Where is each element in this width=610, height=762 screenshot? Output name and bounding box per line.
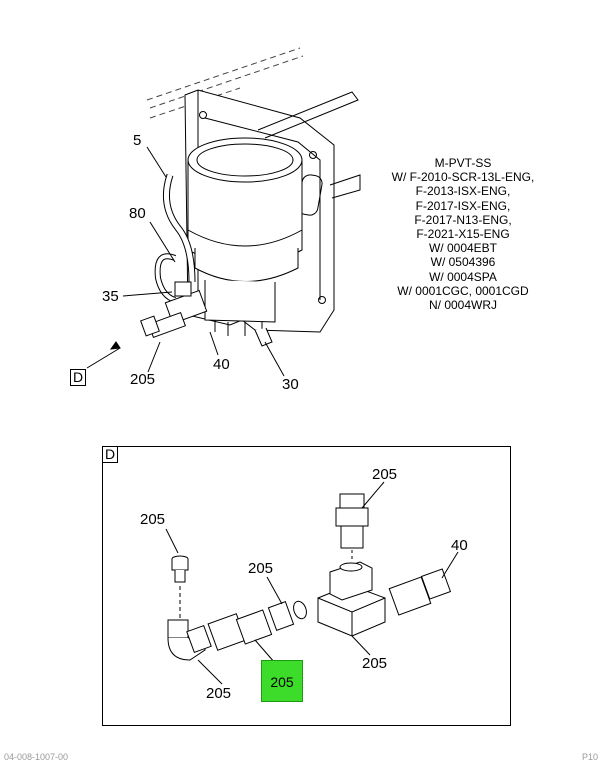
callout-80: 80	[129, 205, 146, 222]
footer-right: P10	[582, 752, 599, 762]
note-line: N/ 0004WRJ	[428, 298, 498, 313]
callout-205-nut: 205	[248, 560, 274, 577]
frame-rails	[146, 47, 304, 119]
highlighted-callout-label: 205	[270, 674, 294, 690]
top-adapter	[335, 493, 369, 560]
note-line: F-2013-ISX-ENG,	[415, 184, 511, 199]
nut-fitting	[207, 609, 273, 651]
view-arrow-head	[109, 341, 121, 350]
view-marker-d[interactable]: D	[70, 369, 86, 386]
right-nut	[388, 568, 452, 616]
tee-block	[317, 561, 386, 637]
tee-fitting	[140, 281, 208, 339]
note-line: F-2017-N13-ENG,	[414, 212, 512, 227]
note-line: F-2021-X15-ENG	[416, 227, 510, 242]
callout-205-elbow: 205	[206, 685, 232, 702]
note-line: W/ 0001CGC, 0001CGD	[397, 283, 529, 298]
callout-205-tee: 205	[362, 655, 388, 672]
note-line: W/ 0504396	[430, 255, 496, 270]
footer-left: 04-008-1007-00	[4, 752, 69, 762]
note-line: W/ 0004SPA	[429, 269, 497, 284]
callout-40-detail: 40	[451, 537, 468, 554]
note-line: F-2017-ISX-ENG,	[415, 198, 511, 213]
callout-5: 5	[133, 132, 142, 149]
screw-part	[171, 555, 189, 583]
filter-canister	[187, 137, 303, 282]
note-line: W/ F-2010-SCR-13L-ENG,	[391, 170, 535, 185]
elbow-fitting	[167, 619, 212, 661]
callout-205-adapter: 205	[372, 466, 398, 483]
callout-35: 35	[102, 288, 119, 305]
leader-lines-top	[86, 146, 285, 377]
highlighted-callout-205[interactable]: 205	[261, 660, 303, 702]
o-ring	[293, 600, 307, 620]
callout-40-top: 40	[213, 356, 230, 373]
applicability-notes: M-PVT-SS W/ F-2010-SCR-13L-ENG, F-2013-I…	[383, 156, 543, 312]
callout-205-screw: 205	[140, 511, 166, 528]
callout-30: 30	[282, 376, 299, 393]
callout-205-top: 205	[130, 371, 156, 388]
note-line: M-PVT-SS	[434, 156, 492, 170]
note-line: W/ 0004EBT	[428, 241, 498, 256]
leader-lines-detail	[165, 481, 459, 685]
detail-view-title: D	[102, 446, 118, 463]
small-nut	[267, 601, 295, 631]
